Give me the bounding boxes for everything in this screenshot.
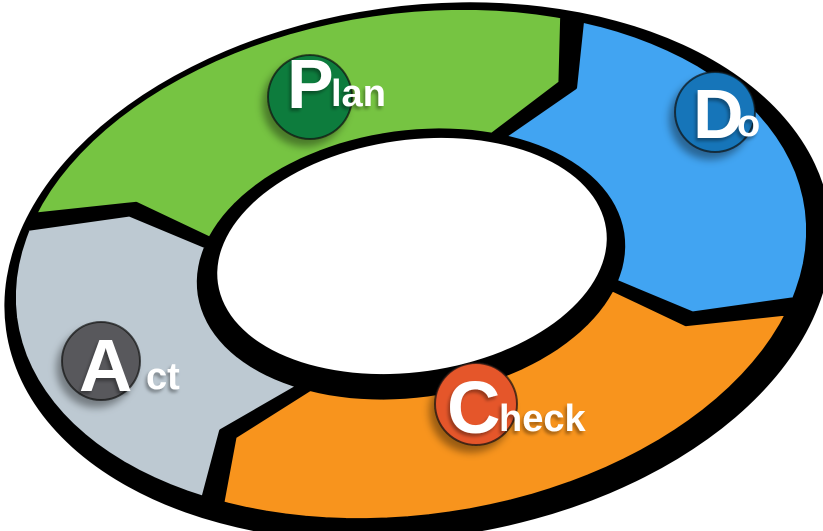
check-initial-text: C — [447, 366, 500, 449]
check-label: C heck — [447, 366, 586, 449]
plan-initial-text: P — [287, 45, 334, 123]
act-rest-text: ct — [146, 356, 180, 398]
segment-act — [11, 211, 303, 501]
act-initial-text: A — [79, 324, 132, 407]
do-rest-text: o — [737, 103, 760, 145]
act-badge-circle — [61, 321, 141, 401]
plan-rest-text: lan — [331, 73, 386, 115]
do-initial-text: D — [693, 75, 744, 153]
act-label: A ct — [79, 324, 180, 407]
plan-label: P lan — [287, 45, 386, 123]
check-badge-circle — [434, 362, 518, 446]
plan-badge — [267, 54, 353, 140]
do-badge — [674, 71, 756, 153]
act-ring-segment — [11, 211, 303, 501]
ring-hole — [217, 137, 607, 375]
do-badge-circle — [674, 71, 756, 153]
plan-badge-circle — [267, 54, 353, 140]
check-badge — [434, 362, 518, 446]
do-label: D o — [693, 75, 760, 153]
check-rest-text: heck — [499, 398, 586, 440]
act-badge — [61, 321, 141, 401]
